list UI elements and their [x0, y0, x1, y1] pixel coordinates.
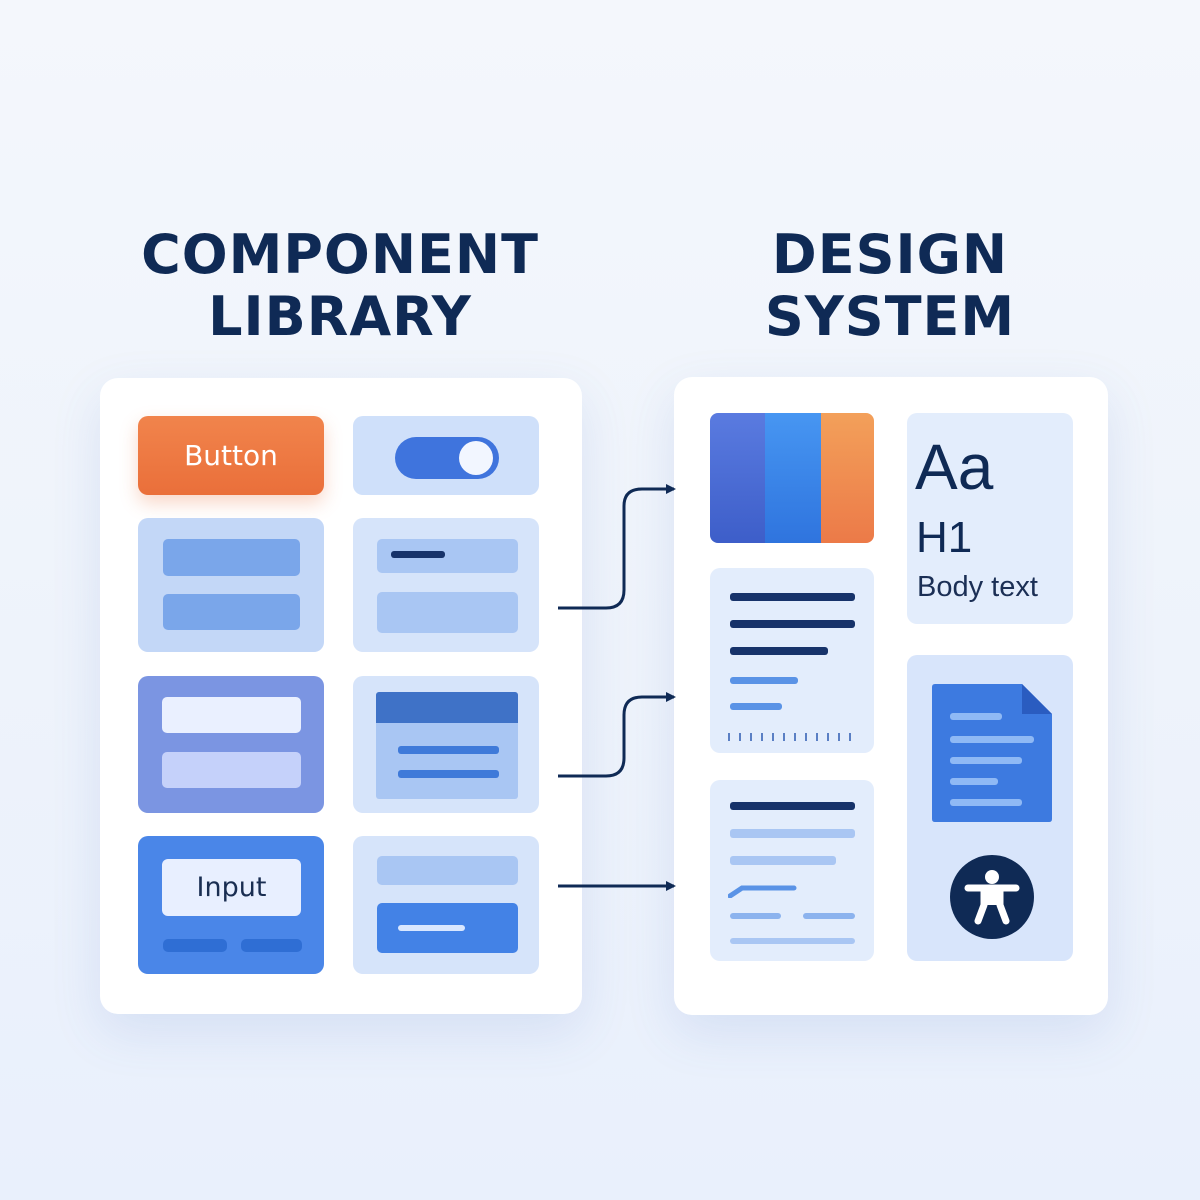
spec-line: [730, 593, 855, 601]
dropdown-row-text: [398, 925, 465, 931]
spec-line: [730, 647, 828, 655]
typography-body: Body text: [917, 571, 1038, 603]
input-label: Input: [196, 872, 267, 903]
modal-text: [398, 770, 499, 778]
spec-line: [730, 620, 855, 628]
accessibility-figure: [964, 870, 1020, 925]
title-line: SYSTEM: [764, 285, 1016, 348]
form-field: [162, 752, 301, 788]
input-helper-bar: [163, 939, 227, 952]
guideline-line: [730, 802, 855, 810]
guideline-line: [730, 829, 855, 838]
component-library-title: COMPONENT LIBRARY: [110, 224, 570, 348]
ruler-ticks: [728, 733, 851, 741]
button-component[interactable]: Button: [138, 416, 324, 495]
modal-text: [398, 746, 499, 754]
title-line: COMPONENT: [141, 223, 539, 286]
guidelines-card: [710, 780, 874, 961]
input-helper-bar: [241, 939, 302, 952]
form-field: [162, 697, 301, 733]
toggle-knob: [459, 441, 493, 475]
color-swatch: [710, 413, 765, 543]
guideline-line: [730, 856, 836, 865]
accessibility-icon: [950, 855, 1034, 939]
dropdown-row: [377, 856, 518, 885]
guideline-line: [730, 913, 781, 919]
input-field[interactable]: Input: [162, 859, 301, 916]
guideline-line: [730, 938, 855, 944]
color-palette: [710, 413, 874, 543]
arrow-right-icon: [558, 484, 676, 610]
list-row: [377, 592, 518, 633]
typography-sample: Aa: [915, 431, 994, 503]
design-system-title: DESIGN SYSTEM: [690, 224, 1090, 348]
title-line: DESIGN: [771, 223, 1009, 286]
typography-card: [907, 413, 1073, 624]
guideline-line: [803, 913, 855, 919]
color-swatch: [765, 413, 821, 543]
card-bar: [163, 594, 300, 630]
card-bar: [163, 539, 300, 576]
spec-line: [730, 703, 782, 710]
color-swatch: [821, 413, 874, 543]
list-row-text: [391, 551, 445, 558]
modal-header: [376, 692, 518, 723]
document-icon: [932, 684, 1052, 822]
typography-heading: H1: [916, 513, 973, 562]
button-label: Button: [184, 439, 278, 472]
arrow-right-icon: [558, 692, 676, 778]
spec-line: [730, 677, 798, 684]
guideline-curve: [728, 885, 797, 898]
title-line: LIBRARY: [208, 285, 472, 348]
